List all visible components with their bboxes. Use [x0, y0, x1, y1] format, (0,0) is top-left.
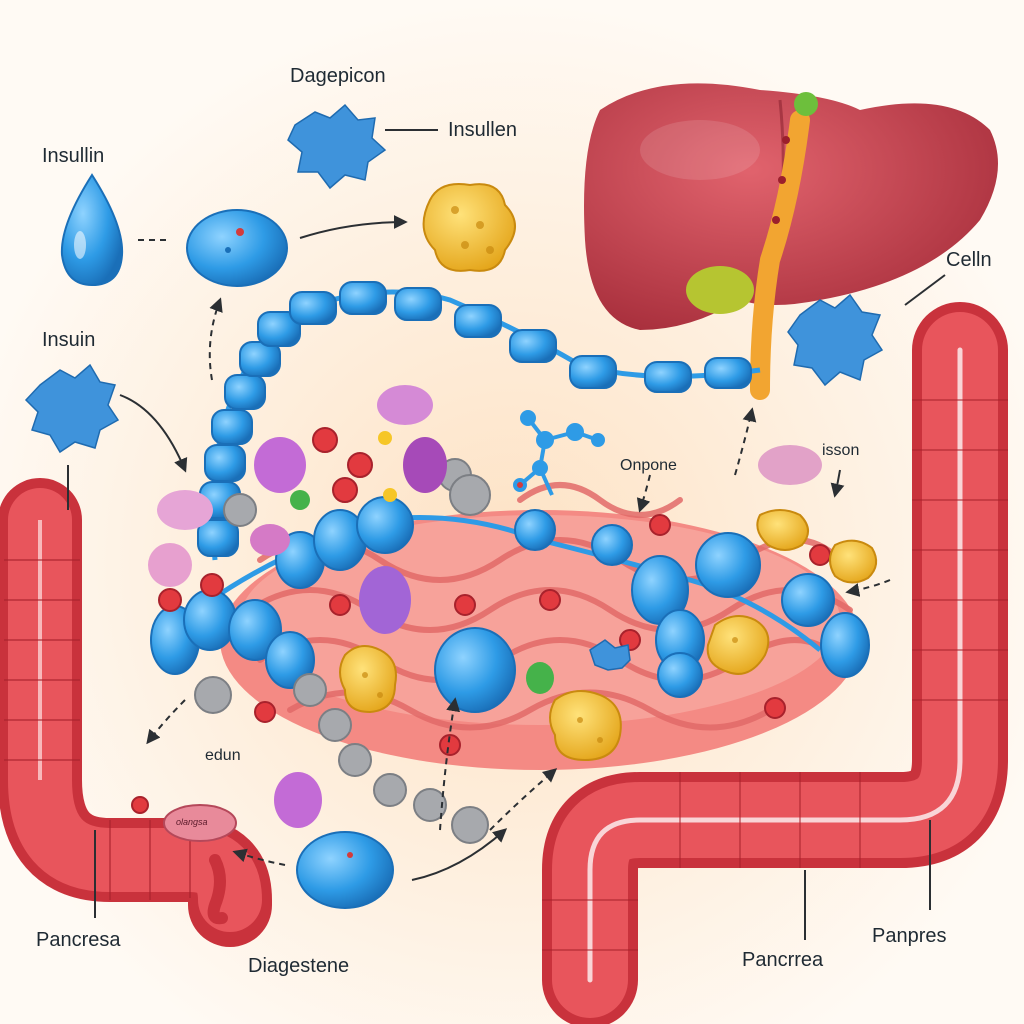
fat-cluster-icon — [756, 509, 809, 551]
insulin-chain — [197, 281, 761, 561]
label-onpone: Onpone — [620, 457, 677, 474]
label-edun: edun — [205, 747, 241, 764]
label-celln: Celln — [946, 249, 992, 271]
arrow — [636, 474, 651, 513]
arrow — [439, 697, 461, 831]
fat-cluster-icon — [706, 615, 770, 675]
arrow — [734, 407, 757, 476]
annotation-arrows — [67, 129, 946, 940]
arrow — [845, 579, 891, 597]
molecule-icon — [513, 410, 605, 496]
label-isson: isson — [822, 442, 860, 459]
red-blood-cell-icon — [131, 796, 149, 814]
red-blood-cell-icon — [539, 589, 561, 611]
small-label-capsule — [163, 804, 237, 842]
insulin-crystal-icon — [589, 639, 631, 671]
label-dagepicon: Dagepicon — [290, 65, 386, 87]
large-blue-cell — [434, 627, 516, 713]
purple-cell — [274, 772, 322, 828]
fat-cluster-icon — [549, 690, 622, 762]
fat-cluster-icon — [422, 183, 516, 272]
arrow — [146, 699, 186, 745]
liver — [584, 83, 998, 400]
red-blood-cell-icon — [347, 452, 373, 478]
red-blood-cell-icon — [200, 573, 224, 597]
arrow — [411, 828, 508, 881]
arrow — [119, 394, 188, 473]
label-pancrrea: Pancrrea — [742, 949, 824, 971]
red-blood-cell-icon — [332, 477, 358, 503]
insulin-crystal-icon — [787, 293, 884, 387]
arrow — [489, 768, 558, 831]
insulin-crystal-icon — [287, 103, 387, 190]
label-diagestene: Diagestene — [248, 955, 350, 977]
blue-cell-bottom — [296, 831, 394, 909]
purple-cell — [148, 543, 192, 587]
red-blood-cells — [131, 427, 831, 814]
label-insuin: Insuin — [42, 329, 96, 351]
fat-cluster-icon — [339, 645, 397, 714]
droplet-icon — [60, 173, 124, 287]
insulin-beads-lower — [150, 496, 870, 713]
fat-cluster-icon — [829, 539, 878, 584]
red-blood-cell-icon — [158, 588, 182, 612]
bile-duct — [750, 110, 810, 400]
blue-cell-top — [186, 209, 288, 287]
small-yellow-dots — [378, 431, 397, 502]
purple-cell — [157, 490, 213, 530]
purple-cell — [254, 437, 306, 493]
right-colon — [542, 302, 1008, 1024]
label-insullen: Insullen — [448, 119, 517, 141]
arrow — [232, 848, 286, 866]
arrow — [299, 215, 408, 239]
red-blood-cell-icon — [254, 701, 276, 723]
red-blood-cell-icon — [764, 697, 786, 719]
red-blood-cell-icon — [809, 544, 831, 566]
gallbladder-icon — [686, 266, 754, 314]
label-pancresa: Pancresa — [36, 929, 121, 951]
insulin-crystal-icon — [24, 363, 120, 454]
red-blood-cell-icon — [439, 734, 461, 756]
purple-cell — [377, 385, 433, 425]
arrow — [830, 469, 845, 498]
purple-cell — [359, 566, 411, 634]
label-insullin: Insullin — [42, 145, 105, 167]
red-blood-cell-icon — [312, 427, 338, 453]
red-blood-cell-icon — [649, 514, 671, 536]
purple-cell — [403, 437, 447, 493]
label-small: olangsa — [176, 817, 208, 827]
red-blood-cell-icon — [329, 594, 351, 616]
gray-bead-chain — [194, 458, 491, 844]
leader-line — [904, 274, 946, 306]
purple-cell — [758, 445, 822, 485]
purple-cells — [148, 385, 822, 828]
red-blood-cell-icon — [454, 594, 476, 616]
insulin-crystals — [24, 103, 884, 671]
small-green-dots — [290, 490, 554, 694]
purple-cell — [250, 524, 290, 556]
label-panpres: Panpres — [872, 925, 947, 947]
